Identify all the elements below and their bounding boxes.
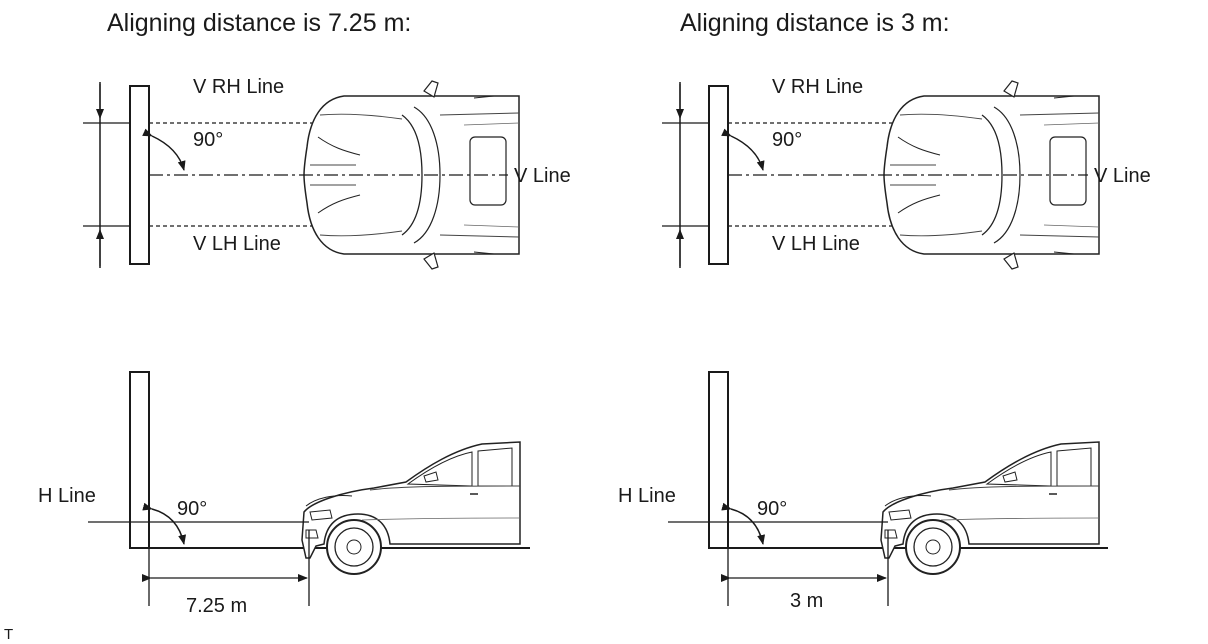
left-angle-arrow-top: [142, 128, 186, 171]
left-top-view: V RH Line 90° V Line V LH Line: [83, 76, 571, 270]
right-angle-label-bottom: 90°: [757, 498, 787, 520]
right-angle-label-top: 90°: [772, 129, 802, 151]
right-panel: Aligning distance is 3 m: V RH Line 90° …: [618, 9, 1151, 612]
right-screen-top: [708, 85, 729, 265]
right-title: Aligning distance is 3 m:: [680, 9, 950, 37]
left-side-view: H Line 90° 7.25 m: [38, 371, 530, 617]
left-angle-arrow-bottom: [142, 502, 187, 545]
right-v-lh-label: V LH Line: [772, 233, 860, 255]
left-angle-label-top: 90°: [193, 129, 223, 151]
right-angle-arrow-bottom: [721, 502, 766, 545]
left-angle-label-bottom: 90°: [177, 498, 207, 520]
left-v-lh-label: V LH Line: [193, 233, 281, 255]
right-h-line-label: H Line: [618, 485, 676, 507]
left-v-line-label: V Line: [514, 165, 571, 187]
right-v-line-label: V Line: [1094, 165, 1151, 187]
left-h-line-label: H Line: [38, 485, 96, 507]
left-title: Aligning distance is 7.25 m:: [107, 9, 411, 37]
left-distance-label: 7.25 m: [186, 595, 247, 617]
right-angle-arrow-top: [721, 128, 765, 171]
left-screen-top: [129, 85, 150, 265]
right-distance-label: 3 m: [790, 590, 823, 612]
left-panel: Aligning distance is 7.25 m: V RH Line 9…: [38, 9, 571, 617]
right-v-rh-label: V RH Line: [772, 76, 863, 98]
left-v-rh-label: V RH Line: [193, 76, 284, 98]
right-side-view: H Line 90° 3 m: [618, 371, 1108, 612]
footer-code: T: [4, 626, 13, 643]
right-top-view: V RH Line 90° V Line V LH Line: [662, 76, 1151, 270]
